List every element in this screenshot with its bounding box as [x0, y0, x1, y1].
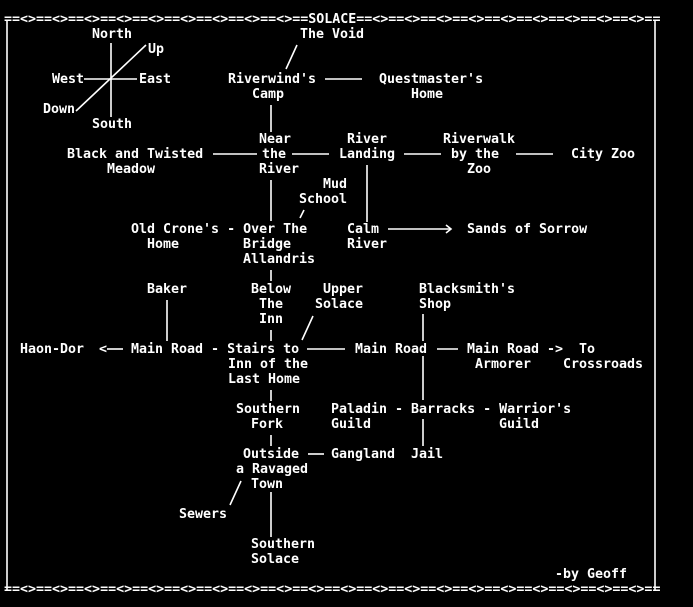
link-mud-school: [299, 209, 305, 219]
room-upper-solace: Upper: [323, 282, 364, 297]
room-inn-last-home: Inn of the: [228, 357, 309, 372]
room-warrior-guild: Guild: [499, 417, 540, 432]
room-to-crossroads: To: [579, 342, 596, 357]
compass-diag: [75, 44, 147, 112]
room-riverwalk: by the: [451, 147, 500, 162]
room-near-river: Near: [259, 132, 292, 147]
room-the-void: The Void: [300, 27, 365, 42]
compass-west: West: [52, 72, 85, 87]
room-riverwind: Camp: [252, 87, 285, 102]
room-near-river: River: [259, 162, 300, 177]
room-gangland: Gangland: [331, 447, 396, 462]
room-outside-town: a Ravaged: [236, 462, 309, 477]
room-outside-town: Town: [251, 477, 284, 492]
room-sands-of-sorrow: Sands of Sorrow: [467, 222, 588, 237]
border-top: ==<>==<>==<>==<>==<>==<>==<>==<>==<>==SO…: [4, 12, 661, 27]
room-mud-school: Mud: [323, 177, 348, 192]
room-jail: Jail: [411, 447, 444, 462]
room-main-road-armorer: Armorer: [475, 357, 532, 372]
link-void: [285, 44, 298, 70]
room-old-crone: Home: [147, 237, 180, 252]
room-meadow: Black and Twisted: [67, 147, 204, 162]
room-haon-dor: Haon-Dor: [20, 342, 85, 357]
room-questmaster: Questmaster's: [379, 72, 484, 87]
room-riverwalk: Zoo: [467, 162, 492, 177]
room-city-zoo: City Zoo: [571, 147, 636, 162]
room-southern-fork: Southern: [236, 402, 301, 417]
room-bridge: Bridge: [243, 237, 292, 252]
room-main-road: Main Road: [355, 342, 428, 357]
room-paladin-guild: Guild: [331, 417, 372, 432]
room-questmaster: Home: [411, 87, 444, 102]
author-credit: -by Geoff: [555, 567, 628, 582]
room-upper-solace: Solace: [315, 297, 364, 312]
room-to-crossroads: Crossroads: [563, 357, 644, 372]
room-baker: Baker: [147, 282, 188, 297]
room-calm-river: River: [347, 237, 388, 252]
arrow-left: <: [99, 342, 108, 357]
compass-east: East: [139, 72, 172, 87]
room-below-inn: Below: [251, 282, 292, 297]
room-river-landing: Landing: [339, 147, 396, 162]
arrow-right: [445, 224, 453, 234]
room-inn-last-home: Last Home: [228, 372, 301, 387]
room-riverwind: Riverwind's: [228, 72, 317, 87]
room-crone-bridge: Old Crone's - Over The: [131, 222, 308, 237]
room-blacksmith: Shop: [419, 297, 452, 312]
compass-down: Down: [43, 102, 76, 117]
link-sewers: [229, 480, 242, 506]
room-below-inn: The: [259, 297, 284, 312]
room-southern-solace: Solace: [251, 552, 300, 567]
compass-north: North: [92, 27, 133, 42]
room-southern-solace: Southern: [251, 537, 316, 552]
room-meadow: Meadow: [107, 162, 156, 177]
room-sewers: Sewers: [179, 507, 228, 522]
room-blacksmith: Blacksmith's: [419, 282, 516, 297]
room-bridge: Allandris: [243, 252, 316, 267]
link-upper: [301, 315, 314, 341]
border-bottom: ==<>==<>==<>==<>==<>==<>==<>==<>==<>==<>…: [4, 582, 661, 597]
room-below-inn: Inn: [259, 312, 284, 327]
room-paladin-barracks-warrior: Paladin - Barracks - Warrior's: [331, 402, 572, 417]
compass-up: Up: [148, 42, 165, 57]
compass-south: South: [92, 117, 133, 132]
room-near-river: the: [262, 147, 287, 162]
room-riverwalk: Riverwalk: [443, 132, 516, 147]
room-main-road-armorer: Main Road ->: [467, 342, 564, 357]
room-calm-river: Calm: [347, 222, 380, 237]
room-southern-fork: Fork: [251, 417, 284, 432]
room-mud-school: School: [299, 192, 348, 207]
room-river-landing: River: [347, 132, 388, 147]
room-outside-town: Outside: [243, 447, 300, 462]
room-main-road-stairs: Main Road - Stairs to: [131, 342, 300, 357]
